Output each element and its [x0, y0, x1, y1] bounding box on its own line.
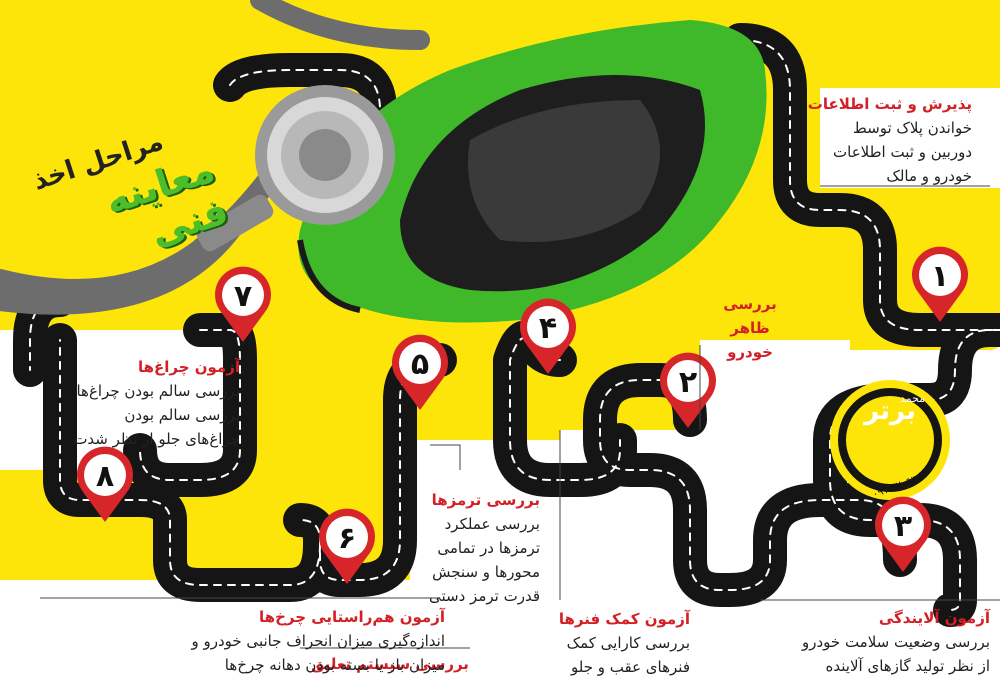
step-4-line: بررسی کارایی کمک [566, 634, 690, 652]
step-5-title: بررسی ترمزها [431, 491, 540, 509]
step-4-text: آزمون کمک فنرها بررسی کارایی کمک فنرهای … [540, 607, 690, 679]
step-3-line: از نظر تولید گازهای آلاینده [825, 657, 990, 675]
step-7-line: بررسی سالم بودن [124, 406, 240, 424]
step-5-line: ترمزها در تمامی [437, 539, 540, 557]
pin-number-8: ۸ [96, 459, 114, 494]
pin-number-2: ۲ [679, 365, 697, 400]
step-3-line: بررسی وضعیت سلامت خودرو [801, 633, 990, 651]
step-5-line: قدرت ترمز دستی [429, 587, 540, 605]
step-8-line: اندازه‌گیری میزان انحراف جانبی خودرو و [191, 632, 445, 650]
step-8-text: آزمون هم‌راستایی چرخ‌ها اندازه‌گیری میزا… [15, 605, 445, 677]
step-1-line: دوربین و ثبت اطلاعات [833, 143, 972, 161]
step-1-line: خواندن پلاک توسط [852, 119, 972, 137]
map-pin-8: ۸ [77, 446, 133, 522]
step-4-title: آزمون کمک فنرها [558, 610, 690, 628]
step-2-text: بررسی ظاهر خودرو [705, 292, 795, 364]
step-8-title: آزمون هم‌راستایی چرخ‌ها [259, 608, 445, 626]
map-pin-7: ۷ [215, 266, 272, 342]
pin-number-4: ۴ [539, 311, 557, 346]
logo-name: برتر [864, 396, 916, 426]
step-5-text: بررسی ترمزها بررسی عملکرد ترمزها در تمام… [410, 488, 540, 608]
step-7-line: بررسی سالم بودن چراغ‌ها [76, 382, 240, 400]
map-pin-1: ۱ [912, 246, 969, 322]
logo-small-text: محمد [900, 392, 926, 405]
leader-lines [40, 185, 1000, 649]
step-6-text: بررسی سیستم تعلیق [300, 652, 480, 676]
step-2-title: بررسی [723, 295, 777, 313]
map-pin-4: ۴ [520, 298, 576, 374]
stethoscope-chestpiece [196, 85, 395, 252]
step-8-line: میزان باز یا بسته بودن دهانه چرخ‌ها [224, 656, 445, 674]
step-6-title: بررسی سیستم تعلیق [311, 655, 469, 673]
pin-number-5: ۵ [411, 347, 429, 382]
white-panel-right [820, 88, 1000, 188]
map-pin-6: ۶ [319, 508, 376, 584]
map-pin-3: ۳ [874, 496, 931, 572]
step-7-title: آزمون چراغ‌ها [137, 358, 240, 376]
pin-number-3: ۳ [894, 509, 912, 544]
step-3-title: آزمون آلایندگی [878, 609, 990, 627]
step-5-line: محورها و سنجش [432, 563, 540, 581]
pin-number-1: ۱ [931, 259, 949, 294]
step-7-line: چراغ‌های جلو از نظر شدت [73, 430, 240, 448]
step-1-title: پذیرش و ثبت اطلاعات [807, 95, 972, 113]
step-5-line: بررسی عملکرد [444, 515, 540, 533]
green-car-illustration [297, 20, 767, 323]
pin-number-6: ۶ [338, 521, 356, 556]
pin-number-7: ۷ [234, 279, 252, 314]
step-4-line: فنرهای عقب و جلو [571, 658, 690, 676]
map-pin-5: ۵ [392, 334, 449, 410]
step-7-text: آزمون چراغ‌ها بررسی سالم بودن چراغ‌ها بر… [15, 355, 240, 451]
step-1-text: پذیرش و ثبت اطلاعات خواندن پلاک توسط دور… [782, 92, 972, 188]
map-pin-2: ۲ [660, 352, 716, 428]
step-2-title-2: ظاهر خودرو [727, 319, 773, 361]
step-3-text: آزمون آلایندگی بررسی وضعیت سلامت خودرو ا… [750, 606, 990, 678]
step-1-line: خودرو و مالک [886, 167, 972, 185]
logo-badge [830, 380, 950, 500]
